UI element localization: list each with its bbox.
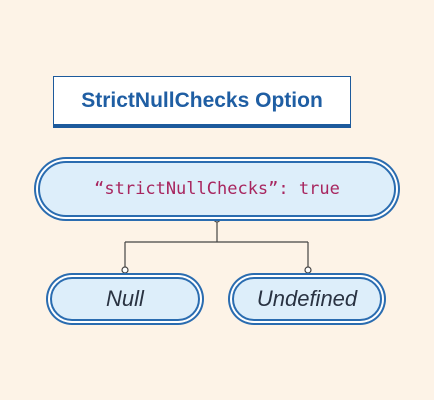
child-node-null-label: Null — [106, 286, 144, 311]
root-node: “strictNullChecks”: true — [38, 161, 396, 217]
child-node-null: Null — [50, 277, 200, 321]
child-node-undefined-label: Undefined — [256, 286, 358, 311]
connector-dot-right — [304, 266, 312, 274]
connector-dot-left — [121, 266, 129, 274]
child-node-undefined: Undefined — [232, 277, 382, 321]
diagram-title-text: StrictNullChecks Option — [81, 88, 323, 112]
diagram-title: StrictNullChecks Option — [53, 76, 351, 128]
root-node-code: “strictNullChecks”: true — [94, 179, 340, 199]
